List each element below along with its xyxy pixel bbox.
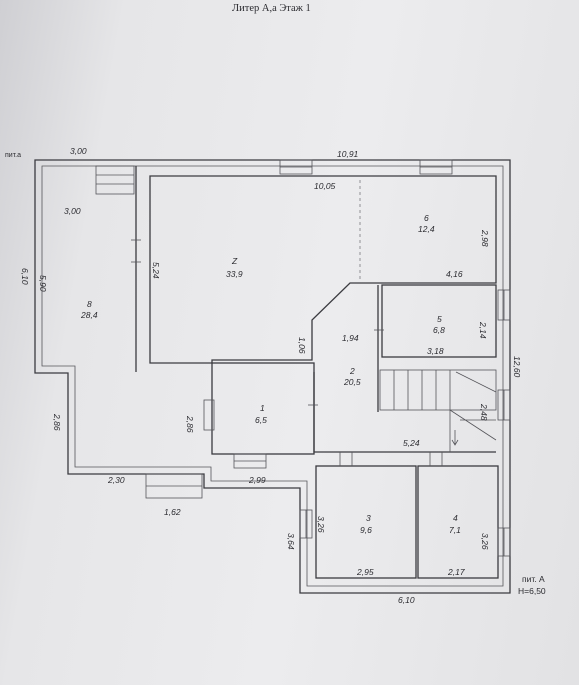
dim-room5-bottom: 3,18 [427,346,444,356]
room-5-walls [381,284,497,358]
dim-room3-bottom: 2,95 [356,567,374,577]
room-label-2: 2 [349,366,355,376]
room-label-8: 8 [87,299,92,309]
room-label-1: 1 [260,403,265,413]
dim-room2-bottom: 5,24 [403,438,420,448]
dim-right-1260: 12,60 [512,356,522,378]
dim-room3-326: 3,26 [316,516,326,533]
dim-room-z-524: 5,24 [151,262,161,279]
room-area-8: 28,4 [80,310,98,320]
room-label-3: 3 [366,513,371,523]
room-area-4: 7,1 [449,525,461,535]
outer-wall [34,159,511,594]
dim-stair-248: 2,48 [479,403,489,421]
plan-title: Литер А,а Этаж 1 [232,3,311,14]
room-z-walls [149,175,497,364]
dim-left-286: 2,86 [52,413,62,431]
room-label-5: 5 [437,314,442,324]
dim-bottom-total: 6,10 [398,595,415,605]
dim-room2-106: 1,06 [297,337,307,354]
dim-bottom-230: 2,30 [107,475,125,485]
room-area-1: 6,5 [255,415,267,425]
door-marks [131,239,443,466]
dim-top-left: 3,00 [70,146,87,156]
dim-left-590: 5,90 [38,275,48,292]
dim-bottom-299: 2,99 [248,475,266,485]
room-area-6: 12,4 [418,224,435,234]
staircase [379,369,497,452]
dim-room3-364: 3,64 [286,533,296,550]
pit-a-big-label: пит. А [522,574,545,584]
room-3-walls [315,465,417,579]
dim-inner-top: 10,05 [314,181,336,191]
dim-room4-bottom: 2,17 [447,567,465,577]
room-area-z: 33,9 [226,269,243,279]
windows [95,159,511,557]
room-area-2: 20,5 [343,377,361,387]
room-label-z: Z [231,256,238,266]
dim-room2-top: 1,94 [342,333,359,343]
room-area-5: 6,8 [433,325,445,335]
pit-a-small-label: пит.а [5,152,21,159]
dim-room6-bottom: 4,16 [446,269,463,279]
room-label-6: 6 [424,213,429,223]
room-labels: Z 33,9 6 12,4 8 28,4 5 6,8 2 20,5 1 6,5 … [80,213,461,535]
dim-room5-214: 2,14 [478,321,488,339]
dim-top-total: 10,91 [337,149,359,159]
dim-room4-326: 3,26 [480,533,490,550]
height-label: H=6,50 [518,586,546,596]
dim-room6-298: 2,98 [480,229,490,247]
room-4-walls [417,465,499,579]
dim-room8-top: 3,00 [64,206,81,216]
dim-room1-286: 2,86 [185,415,195,433]
dim-bottom-162: 1,62 [164,507,181,517]
room-label-4: 4 [453,513,458,523]
outer-wall-inner-face [41,165,504,587]
dimension-labels: 3,00 10,91 10,05 3,00 4,16 1,94 3,18 5,2… [20,146,522,605]
dim-left-610: 6,10 [20,268,30,285]
room-area-3: 9,6 [360,525,372,535]
